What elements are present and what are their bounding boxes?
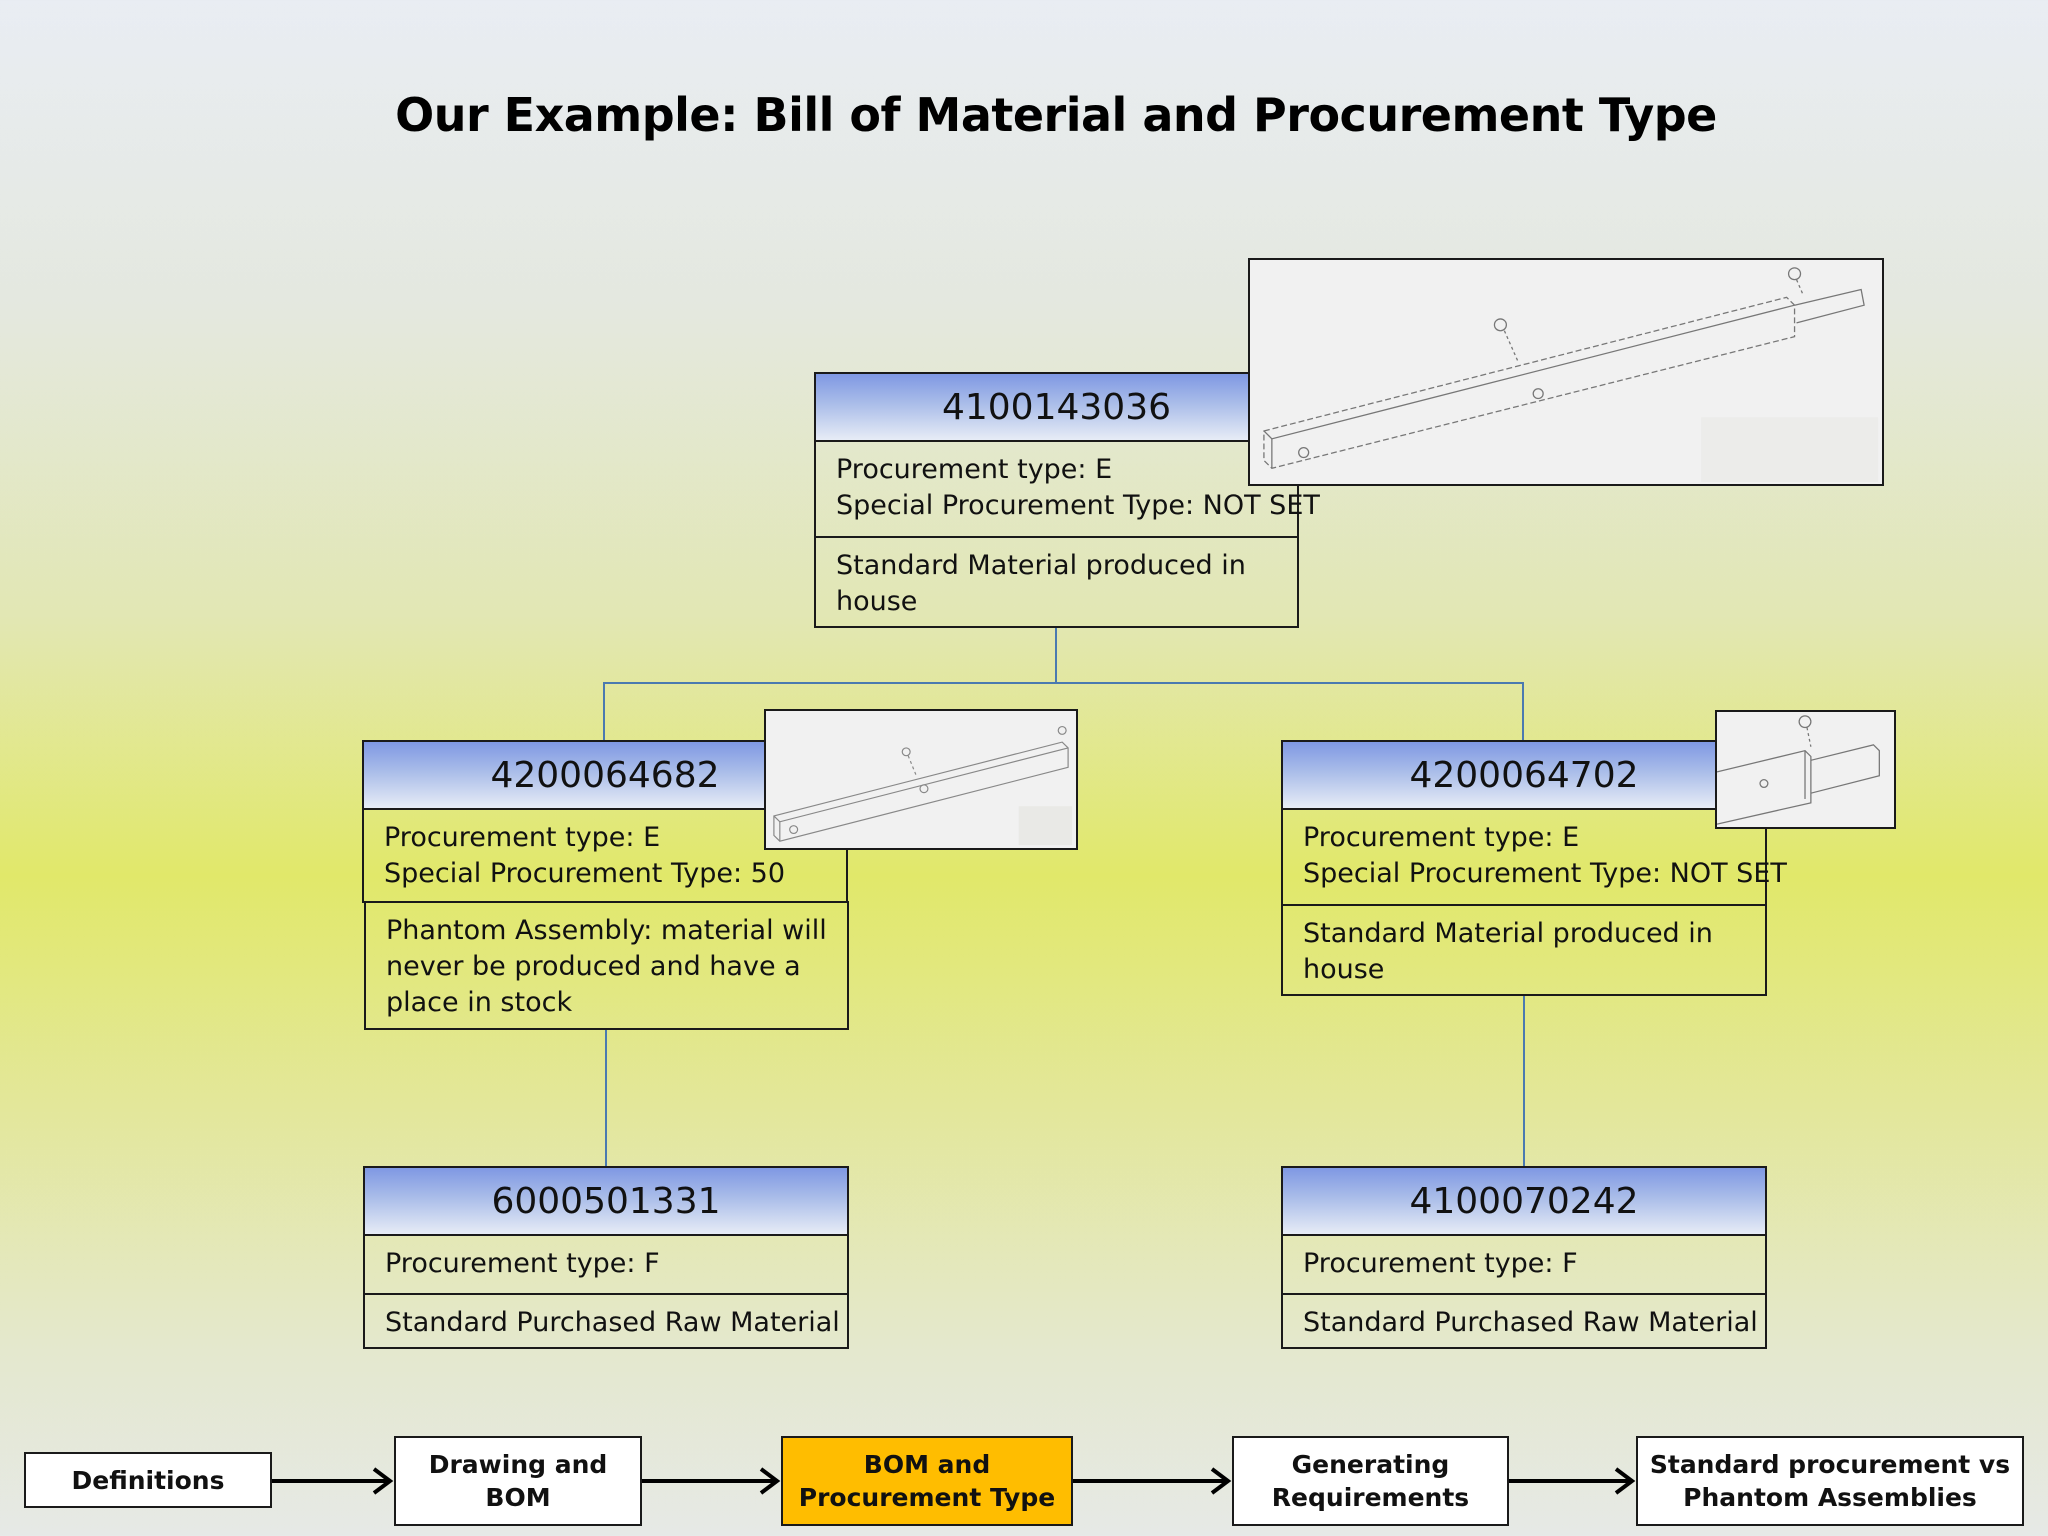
slide-title: Our Example: Bill of Material and Procur…	[395, 88, 1717, 142]
material-number: 4100143036	[816, 374, 1297, 442]
material-description: Standard Material produced in house	[1283, 904, 1765, 988]
procurement-section: Procurement type: E Special Procurement …	[816, 442, 1320, 536]
procurement-section: Procurement type: E Special Procurement …	[1283, 810, 1787, 904]
nav-step-label: BOM	[485, 1483, 551, 1512]
nav-step-label: Definitions	[71, 1465, 225, 1495]
material-number: 4100070242	[1283, 1168, 1765, 1236]
procurement-section: Procurement type: E Special Procurement …	[364, 810, 846, 892]
procurement-type: Procurement type: E	[1303, 822, 1580, 853]
nav-step-label: BOM and	[863, 1450, 991, 1479]
phantom-description-box: Phantom Assembly: material will never be…	[364, 901, 849, 1030]
material-description: Phantom Assembly: material will never be…	[366, 903, 847, 1021]
material-description: Standard Purchased Raw Material	[365, 1293, 847, 1341]
connector-root-to-inhouse	[1056, 682, 1524, 740]
procurement-type: Procurement type: E	[384, 822, 661, 853]
special-procurement-type: Special Procurement Type: NOT SET	[836, 490, 1320, 521]
nav-step-label: Procurement Type	[798, 1483, 1056, 1512]
description-line: place in stock	[386, 987, 573, 1018]
description-line: house	[836, 586, 918, 617]
material-description: Standard Purchased Raw Material	[1283, 1293, 1765, 1341]
procurement-type: Procurement type: F	[385, 1248, 660, 1279]
nav-step-label: Requirements	[1271, 1483, 1470, 1512]
nav-step-label: Drawing and	[428, 1450, 608, 1479]
procurement-section: Procurement type: F	[1283, 1236, 1765, 1293]
bom-node-root: 4100143036 Procurement type: E Special P…	[814, 372, 1320, 628]
material-number: 4200064702	[1283, 742, 1765, 810]
material-number: 6000501331	[365, 1168, 847, 1236]
drawing-root-part	[1248, 258, 1884, 486]
procurement-type: Procurement type: E	[836, 454, 1113, 485]
description-line: Standard Material produced in	[1303, 918, 1713, 949]
nav-step-label: Standard procurement vs	[1649, 1450, 2011, 1479]
arrow-head-icon	[1614, 1467, 1636, 1495]
arrow-head-icon	[759, 1467, 781, 1495]
bom-node-raw-left: 6000501331 Procurement type: F Standard …	[363, 1166, 849, 1349]
procurement-type: Procurement type: F	[1303, 1248, 1578, 1279]
bom-node-inhouse: 4200064702 Procurement type: E Special P…	[1281, 740, 1787, 996]
description-line: Standard Material produced in	[836, 550, 1246, 581]
description-line: never be produced and have a	[386, 951, 801, 982]
arrow-head-icon	[1210, 1467, 1232, 1495]
description-line: Standard Purchased Raw Material	[1303, 1307, 1758, 1338]
drawing-phantom-part	[764, 709, 1078, 850]
arrow-head-icon	[372, 1467, 394, 1495]
description-line: house	[1303, 954, 1385, 985]
nav-step-label: Generating	[1291, 1450, 1450, 1479]
nav-step-definitions[interactable]: Definitions	[24, 1452, 272, 1508]
description-line: Standard Purchased Raw Material	[385, 1307, 840, 1338]
material-description: Standard Material produced in house	[816, 536, 1297, 620]
drawing-inhouse-part	[1715, 710, 1896, 829]
nav-step-label: Phantom Assemblies	[1683, 1483, 1977, 1512]
bom-node-raw-right: 4100070242 Procurement type: F Standard …	[1281, 1166, 1767, 1349]
description-line: Phantom Assembly: material will	[386, 915, 827, 946]
special-procurement-type: Special Procurement Type: 50	[384, 858, 786, 889]
connector-root-to-children	[603, 628, 1057, 740]
procurement-section: Procurement type: F	[365, 1236, 847, 1293]
special-procurement-type: Special Procurement Type: NOT SET	[1303, 858, 1787, 889]
nav-step-standard-vs-phantom[interactable]: Standard procurement vs Phantom Assemblie…	[1636, 1436, 2024, 1526]
